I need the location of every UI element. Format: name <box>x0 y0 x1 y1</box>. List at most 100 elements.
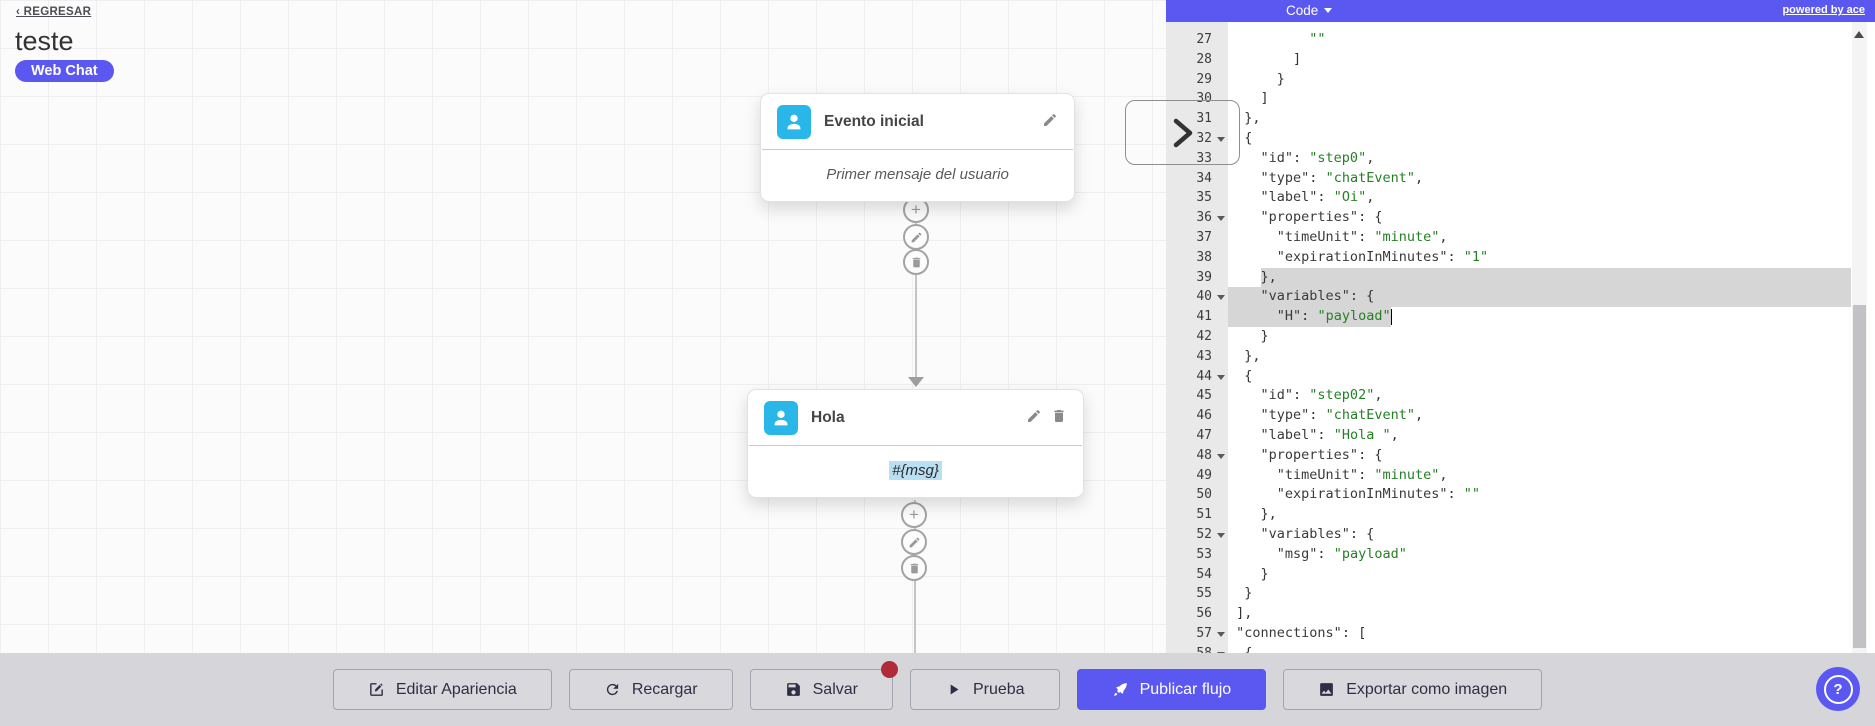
pencil-icon <box>909 537 919 547</box>
code-line: "" <box>1309 31 1326 47</box>
gutter-line-number: 34 <box>1196 170 1212 186</box>
edit-connection-button[interactable] <box>901 529 927 555</box>
gutter-line-number: 31 <box>1196 111 1212 127</box>
fold-toggle-icon[interactable] <box>1217 374 1225 380</box>
editor-scrollbar[interactable] <box>1852 22 1867 653</box>
gutter-line-number: 57 <box>1166 624 1228 644</box>
code-line: { <box>1228 644 1253 653</box>
image-icon <box>1318 681 1335 698</box>
gutter-line-number: 33 <box>1196 150 1212 166</box>
code-line: "id": "step02", <box>1260 387 1383 404</box>
code-line: "msg": "payload" <box>1276 545 1407 562</box>
delete-connection-button[interactable] <box>903 249 929 275</box>
back-link[interactable]: ‹ REGRESAR <box>16 6 92 18</box>
gutter-line-number: 29 <box>1196 71 1212 87</box>
code-mode-dropdown[interactable]: Code <box>1286 3 1333 18</box>
trash-icon <box>912 257 920 267</box>
fold-toggle-icon[interactable] <box>1217 631 1225 637</box>
code-line: ], <box>1228 605 1253 622</box>
scrollbar-thumb[interactable] <box>1853 305 1866 648</box>
code-line: "timeUnit": "minute", <box>1276 466 1448 483</box>
edit-connection-button[interactable] <box>903 224 929 250</box>
fold-toggle-icon[interactable] <box>1217 453 1225 459</box>
editar-apariencia-button[interactable]: Editar Apariencia <box>332 669 552 710</box>
bottom-toolbar: Editar Apariencia Recargar Salvar Prueba Pub… <box>0 653 1875 726</box>
fold-toggle-icon[interactable] <box>1217 136 1225 142</box>
code-line: { <box>1228 367 1253 384</box>
fold-toggle-icon[interactable] <box>1217 532 1225 538</box>
flow-node-evento-inicial[interactable]: Evento inicial Primer mensaje del usuari… <box>760 93 1075 202</box>
gutter-line-number: 38 <box>1196 249 1212 265</box>
code-line: "expirationInMinutes": "" <box>1276 486 1480 503</box>
gutter-line-number: 56 <box>1196 606 1212 622</box>
fold-toggle-icon[interactable] <box>1217 295 1225 301</box>
code-line: } <box>1228 585 1253 602</box>
gutter-line-number: 41 <box>1196 309 1212 325</box>
fold-toggle-icon[interactable] <box>1217 651 1225 653</box>
gutter-line-number: 52 <box>1166 525 1228 545</box>
flow-canvas[interactable]: ‹ REGRESAR teste Web Chat Evento inicial… <box>0 0 1166 653</box>
edit-node-icon[interactable] <box>1026 408 1042 429</box>
publicar-flujo-button[interactable]: Publicar flujo <box>1076 669 1267 710</box>
code-lines[interactable]: "" ] } ] }, { "id": "step0", "type": "ch… <box>1228 22 1851 653</box>
selection-highlight <box>1228 287 1851 308</box>
gutter-line-number: 42 <box>1196 328 1212 344</box>
code-line: } <box>1228 327 1269 344</box>
divider <box>749 445 1082 446</box>
exportar-como-imagen-button[interactable]: Exportar como imagen <box>1283 669 1543 710</box>
scroll-up-arrow-icon[interactable] <box>1854 31 1864 38</box>
gutter-line-number: 44 <box>1166 367 1228 387</box>
code-panel-header: Code powered by ace <box>1166 0 1875 22</box>
add-step-button[interactable]: + <box>901 502 927 528</box>
delete-connection-button[interactable] <box>901 555 927 581</box>
trash-icon <box>910 563 918 573</box>
code-line: "label": "Oi", <box>1260 189 1375 206</box>
code-line: "variables": { <box>1228 287 1851 308</box>
gutter-line-number: 36 <box>1166 208 1228 228</box>
user-icon <box>777 105 811 139</box>
collapse-code-panel-button[interactable] <box>1125 100 1240 165</box>
code-line: }, <box>1228 506 1277 523</box>
plus-icon: + <box>911 199 921 219</box>
help-button[interactable]: ? <box>1816 667 1860 711</box>
code-line: }, <box>1228 347 1261 364</box>
gutter-line-number: 48 <box>1166 446 1228 466</box>
gutter-line-number: 51 <box>1196 507 1212 523</box>
gutter-line-number: 40 <box>1166 287 1228 307</box>
code-line: ] <box>1228 90 1269 107</box>
button-label: Recargar <box>631 680 698 698</box>
gutter-line-number: 47 <box>1196 427 1212 443</box>
node-body-text: Primer mensaje del usuario <box>826 166 1009 183</box>
flow-node-hola[interactable]: Hola #{msg} <box>747 389 1084 498</box>
code-line: ] <box>1228 50 1302 67</box>
edit-node-icon[interactable] <box>1042 112 1058 133</box>
fold-toggle-icon[interactable] <box>1217 216 1225 222</box>
question-mark-icon: ? <box>1823 674 1853 704</box>
code-line: } <box>1228 70 1285 87</box>
unsaved-changes-dot <box>880 661 898 678</box>
salvar-button[interactable]: Salvar <box>749 661 898 710</box>
prueba-button[interactable]: Prueba <box>909 669 1060 710</box>
refresh-icon <box>604 681 621 698</box>
code-line: "id": "step0", <box>1260 149 1375 166</box>
gutter-line-number: 58 <box>1166 644 1228 653</box>
code-line: }, <box>1228 110 1261 127</box>
powered-by-ace-link[interactable]: powered by ace <box>1782 4 1865 16</box>
rocket-icon <box>1112 681 1129 698</box>
node-title: Evento inicial <box>824 113 924 130</box>
button-label: Prueba <box>972 680 1025 698</box>
recargar-button[interactable]: Recargar <box>568 669 733 710</box>
connector-line <box>915 195 917 378</box>
text-cursor <box>1390 309 1393 326</box>
code-line: "type": "chatEvent", <box>1260 407 1424 424</box>
delete-node-icon[interactable] <box>1051 408 1067 429</box>
code-line: "expirationInMinutes": "1" <box>1276 248 1489 265</box>
code-line: "label": "Hola ", <box>1260 426 1399 443</box>
chevron-right-icon <box>1173 118 1192 147</box>
code-line: "timeUnit": "minute", <box>1276 228 1448 245</box>
button-label: Publicar flujo <box>1139 680 1232 698</box>
code-line: "type": "chatEvent", <box>1260 169 1424 186</box>
